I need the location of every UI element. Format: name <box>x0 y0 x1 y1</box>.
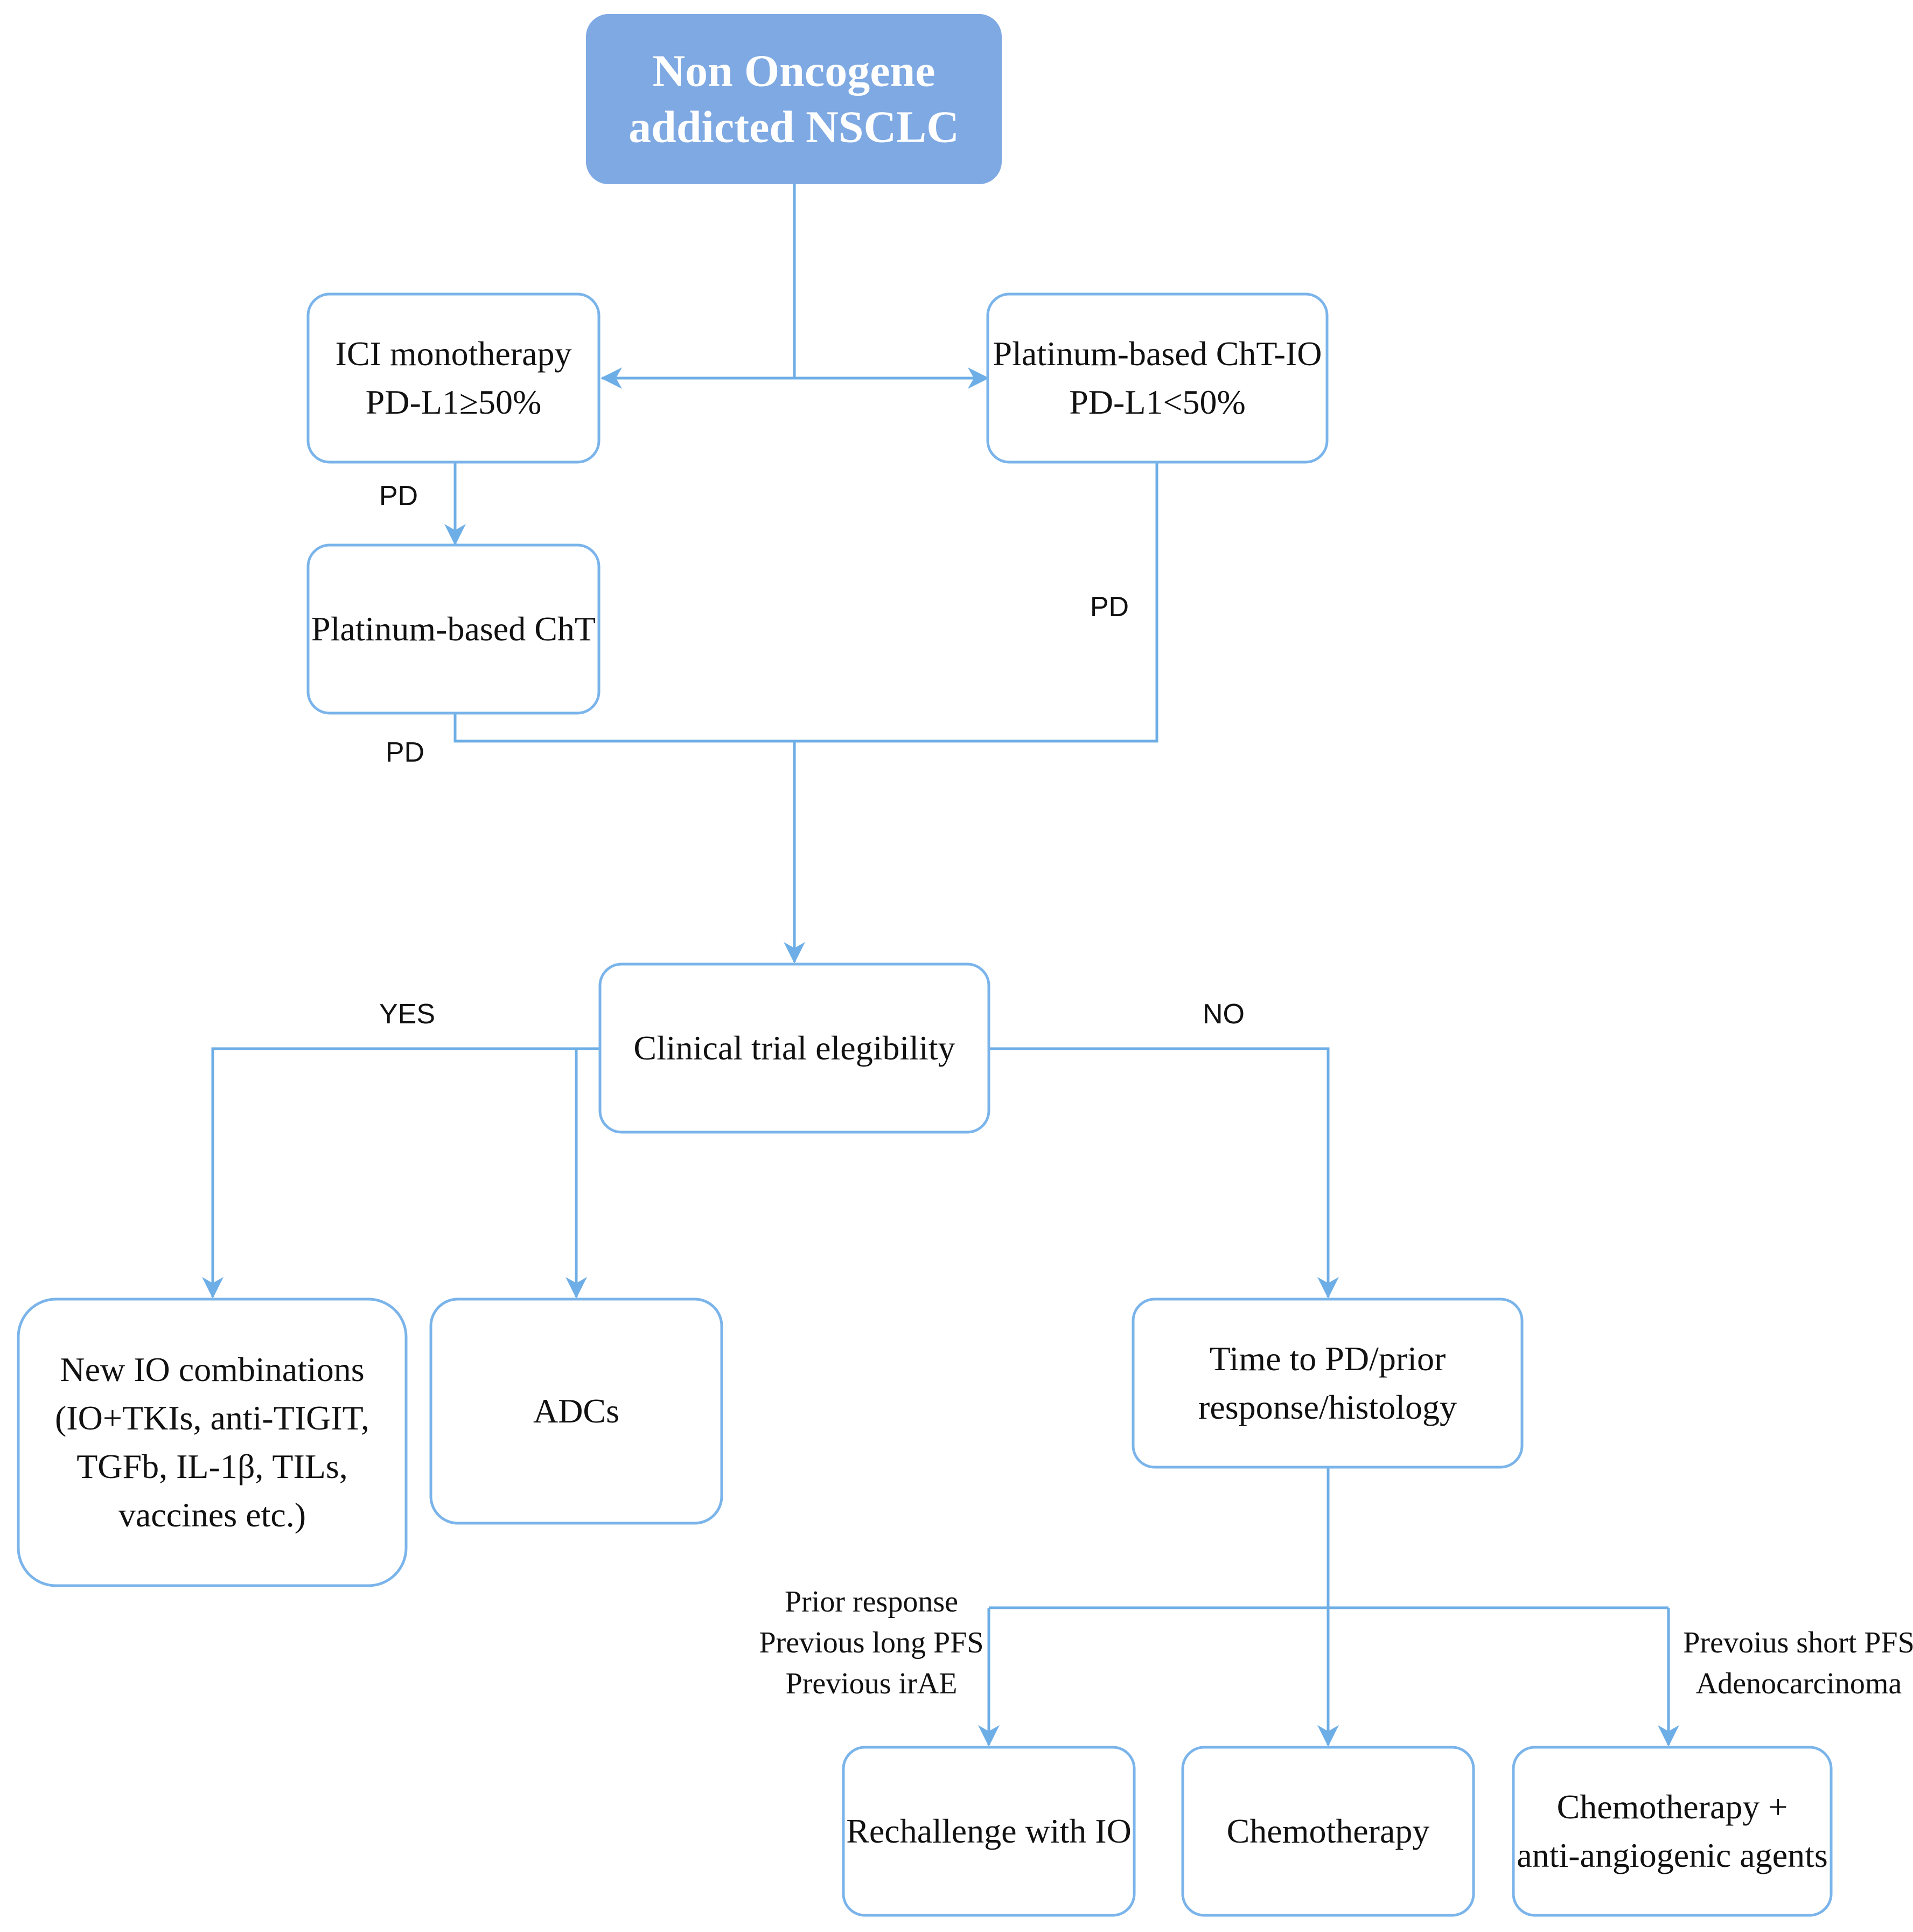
node-non-oncogene-nsclc-text: Non Oncogene <box>653 46 935 96</box>
node-rechallenge-with-io-box <box>842 1746 1136 1917</box>
node-ici-monotherapy-box <box>306 292 601 464</box>
label-pd-platinum-io-text: PD <box>1090 591 1129 623</box>
arrow-no-to-time-pd <box>989 1047 1339 1299</box>
arrow-yes-to-new-io <box>202 1047 600 1299</box>
node-adcs-box <box>429 1298 723 1525</box>
node-time-to-pd-box <box>1132 1298 1524 1469</box>
nodes: Non Oncogene addicted NSCLC ICI monotherap… <box>17 14 1833 1917</box>
node-chemotherapy: Chemotherapy <box>1181 1746 1475 1917</box>
node-non-oncogene-nsclc: Non Oncogene addicted NSCLC <box>586 14 1002 184</box>
node-time-to-pd-text: Time to PD/prior <box>1210 1340 1446 1378</box>
node-chemotherapy-anti-angiogenic-box <box>1512 1746 1833 1917</box>
node-platinum-cht-box <box>306 543 601 715</box>
node-time-to-pd: Time to PD/prior response/histology <box>1132 1298 1524 1469</box>
node-platinum-cht: Platinum-based ChT <box>306 543 601 715</box>
node-rechallenge-with-io-text: Rechallenge with IO <box>846 1812 1132 1850</box>
label-no: NO <box>1203 999 1245 1030</box>
label-yes: YES <box>379 999 435 1030</box>
node-chemotherapy-anti-angiogenic-text: anti-angiogenic agents <box>1517 1836 1828 1874</box>
label-no-text: NO <box>1203 999 1245 1030</box>
label-chemo-anti-criteria: Prevoius short PFS Adenocarcinoma <box>1683 1626 1913 1700</box>
label-pd-platinum-cht-text: PD <box>386 737 424 768</box>
label-pd-ici: PD <box>379 480 418 512</box>
node-ici-monotherapy-text: ICI monotherapy <box>336 334 572 373</box>
node-chemotherapy-text: Chemotherapy <box>1227 1812 1430 1850</box>
node-chemotherapy-anti-angiogenic-text: Chemotherapy + <box>1557 1788 1788 1826</box>
node-new-io-combinations-text: New IO combinations <box>60 1350 364 1389</box>
node-new-io-combinations: New IO combinations (IO+TKIs, anti-TIGIT,… <box>17 1298 408 1587</box>
label-pd-platinum-io: PD <box>1090 591 1129 623</box>
label-chemo-anti-criteria-text: Prevoius short PFS <box>1683 1626 1913 1659</box>
node-clinical-trial-eligibility-box <box>598 962 990 1134</box>
node-platinum-cht-io-box <box>986 292 1329 464</box>
node-clinical-trial-eligibility: Clinical trial elegibility <box>598 962 990 1134</box>
label-pd-ici-text: PD <box>379 480 418 512</box>
node-adcs-text: ADCs <box>533 1392 619 1430</box>
node-ici-monotherapy-text: PD-L1≥50% <box>366 383 542 421</box>
node-new-io-combinations-text: TGFb, IL-1β, TILs, <box>76 1447 348 1485</box>
label-rechallenge-criteria-text: Prior response <box>785 1585 958 1619</box>
node-non-oncogene-nsclc-box <box>586 14 1002 184</box>
node-non-oncogene-nsclc-text: addicted NSCLC <box>629 102 959 152</box>
node-new-io-combinations-box <box>17 1298 408 1587</box>
node-new-io-combinations-text: (IO+TKIs, anti-TIGIT, <box>55 1399 369 1437</box>
node-adcs: ADCs <box>429 1298 723 1525</box>
label-yes-text: YES <box>379 999 435 1030</box>
node-rechallenge-with-io: Rechallenge with IO <box>842 1746 1136 1917</box>
label-rechallenge-criteria-text: Previous long PFS <box>759 1626 984 1659</box>
node-chemotherapy-anti-angiogenic: Chemotherapy + anti-angiogenic agents <box>1512 1746 1833 1917</box>
node-platinum-cht-io-text: PD-L1<50% <box>1069 383 1246 421</box>
node-clinical-trial-eligibility-text: Clinical trial elegibility <box>633 1029 955 1067</box>
node-platinum-cht-io: Platinum-based ChT-IO PD-L1<50% <box>986 292 1329 464</box>
label-rechallenge-criteria-text: Previous irAE <box>786 1667 958 1700</box>
connector-platinum-cht-merge <box>453 462 1158 743</box>
label-pd-platinum-cht: PD <box>386 737 424 768</box>
node-platinum-cht-io-text: Platinum-based ChT-IO <box>993 334 1322 373</box>
connectors <box>202 183 1679 1747</box>
label-chemo-anti-criteria-text: Adenocarcinoma <box>1696 1667 1902 1700</box>
node-new-io-combinations-text: vaccines etc.) <box>118 1496 306 1534</box>
node-platinum-cht-text: Platinum-based ChT <box>311 610 596 648</box>
node-time-to-pd-text: response/histology <box>1198 1388 1457 1426</box>
node-chemotherapy-box <box>1181 1746 1475 1917</box>
